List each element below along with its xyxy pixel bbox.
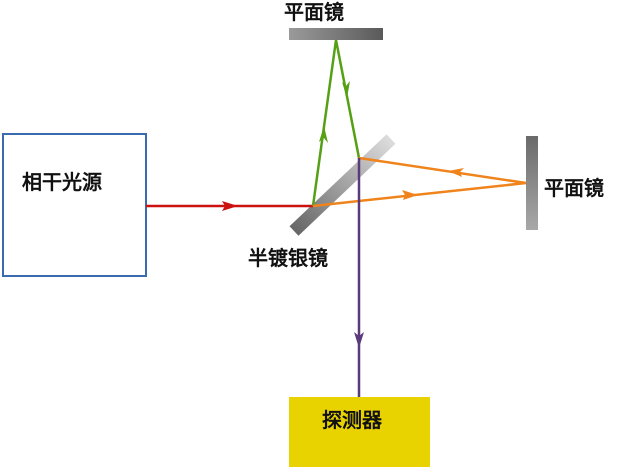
light-source-label: 相干光源 xyxy=(22,170,102,194)
detector-label: 探测器 xyxy=(322,408,382,432)
orange-arrow-left xyxy=(448,168,464,177)
right-mirror-label: 平面镜 xyxy=(544,176,604,200)
light-source-box xyxy=(2,133,147,277)
horizontal-arm-beam xyxy=(312,156,527,208)
orange-arrow-right xyxy=(402,190,418,200)
green-arrow-down xyxy=(342,81,350,98)
beam-splitter-label: 半镀银镜 xyxy=(248,246,328,270)
right-mirror xyxy=(526,136,538,230)
incident-arrow xyxy=(222,201,238,211)
green-arrow-up xyxy=(319,126,328,143)
beam-splitter xyxy=(289,134,396,236)
detector-box xyxy=(289,397,430,467)
top-mirror xyxy=(289,28,383,40)
top-mirror-label: 平面镜 xyxy=(284,0,344,24)
output-arrow xyxy=(354,332,364,348)
vertical-arm-beam xyxy=(311,39,361,207)
